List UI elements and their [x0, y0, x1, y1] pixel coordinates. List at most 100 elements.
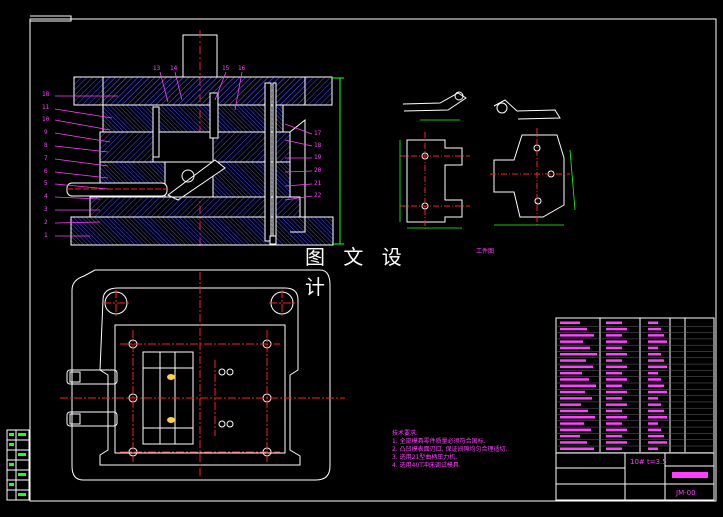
workpiece-label: 工件图 — [476, 248, 495, 255]
bom-cell-mark — [648, 365, 667, 369]
bom-cell-mark — [648, 409, 664, 413]
bom-cell-mark — [606, 340, 627, 343]
bom-cell-mark — [648, 416, 667, 419]
bom-cell-mark — [648, 353, 661, 356]
drawing-border — [6, 15, 717, 502]
title-block — [555, 317, 715, 501]
part-number: 9 — [44, 129, 48, 136]
notes-line: 4. 选用40T冲床调试模具. — [392, 462, 461, 469]
part-number: 18 — [42, 91, 50, 98]
bom-cell-mark — [560, 416, 595, 419]
part-number: 17 — [314, 130, 322, 137]
bom-cell-mark — [648, 371, 658, 375]
bom-rows — [556, 321, 714, 453]
front-section-view — [54, 30, 344, 246]
bom-cell-mark — [560, 409, 588, 413]
bom-cell-mark — [606, 334, 622, 337]
part-number: 2 — [44, 219, 48, 226]
part-number: 8 — [44, 142, 48, 149]
bom-cell-mark — [606, 422, 622, 425]
bom-cell-mark — [648, 346, 658, 350]
bom-cell-mark — [560, 434, 580, 438]
part-number: 14 — [170, 65, 178, 72]
part-number: 16 — [238, 65, 246, 72]
bom-cell-mark — [560, 359, 586, 362]
bom-cell-mark — [606, 384, 622, 387]
bom-cell-mark — [648, 441, 667, 444]
bom-cell-mark — [606, 434, 622, 438]
bom-cell-mark — [648, 321, 658, 324]
part-number: 11 — [42, 104, 50, 111]
bom-cell-mark — [648, 390, 667, 394]
bom-cell-mark — [648, 447, 658, 450]
bom-cell-mark — [606, 409, 622, 413]
bom-cell-mark — [606, 371, 622, 375]
bom-cell-mark — [560, 397, 592, 400]
notes-title: 技术要求: — [392, 430, 419, 437]
bom-cell-mark — [560, 378, 589, 381]
bom-cell-mark — [560, 346, 590, 350]
bom-cell-mark — [560, 390, 585, 394]
bom-cell-mark — [606, 416, 627, 419]
plan-pilots — [167, 374, 175, 423]
bom-cell-mark — [648, 378, 661, 381]
notes-line: 1. 全部模具零件质量必须符合国标. — [392, 438, 486, 445]
bom-cell-mark — [560, 321, 580, 324]
bom-cell-mark — [560, 384, 596, 387]
part-number: 18 — [314, 142, 322, 149]
bom-cell-mark — [560, 353, 597, 356]
drawing-number: JM-00 — [676, 489, 696, 497]
plan-centerlines — [60, 272, 345, 478]
title-block-mark — [672, 472, 708, 478]
bom-cell-mark — [560, 403, 581, 406]
bom-cell-mark — [606, 403, 627, 406]
part-number: 13 — [153, 65, 161, 72]
watermark-text: 图 文 设 计 — [305, 245, 408, 299]
workpiece-views — [402, 91, 565, 223]
workpiece-centerlines — [400, 128, 570, 230]
bom-cell-mark — [560, 447, 594, 450]
part-number: 19 — [314, 154, 322, 161]
bom-cell-mark — [648, 428, 661, 432]
part-number: 3 — [44, 206, 48, 213]
bom-cell-mark — [606, 321, 622, 324]
bom-cell-mark — [606, 327, 627, 331]
part-number: 6 — [44, 168, 48, 175]
bom-cell-mark — [648, 359, 664, 362]
bom-cell-mark — [560, 422, 584, 425]
workpiece-dimensions — [399, 119, 576, 229]
bom-cell-mark — [648, 422, 658, 425]
part-number: 1 — [44, 232, 48, 239]
bom-cell-mark — [606, 346, 622, 350]
bom-cell-mark — [606, 397, 622, 400]
bom-cell-mark — [606, 428, 627, 432]
notes-line: 3. 选用21型曲柄压力机. — [392, 454, 458, 461]
bom-cell-mark — [606, 378, 627, 381]
bom-cell-mark — [648, 397, 658, 400]
part-number: 10 — [42, 116, 50, 123]
bom-cell-mark — [648, 334, 664, 337]
part-number: 15 — [222, 65, 230, 72]
part-number: 22 — [314, 192, 322, 199]
bom-cell-mark — [648, 340, 667, 343]
bom-cell-mark — [648, 403, 661, 406]
bom-cell-mark — [606, 441, 627, 444]
bom-cell-mark — [648, 384, 664, 387]
material-spec: 10# t=3.5 — [630, 458, 667, 466]
bom-cell-mark — [606, 365, 627, 369]
part-number: 7 — [44, 155, 48, 162]
bom-cell-mark — [560, 428, 591, 432]
bom-cell-mark — [560, 334, 594, 337]
notes-line: 2. 凸凹模表面刃口, 保证间隙均匀合理适切. — [392, 446, 508, 453]
bom-cell-mark — [560, 441, 587, 444]
bom-cell-mark — [606, 359, 622, 362]
part-number: 5 — [44, 180, 48, 187]
part-number: 21 — [314, 180, 322, 187]
bom-cell-mark — [648, 327, 661, 331]
plan-view — [66, 269, 331, 481]
bom-cell-mark — [606, 447, 622, 450]
bom-cell-mark — [560, 371, 582, 375]
bom-cell-mark — [560, 365, 593, 369]
bom-cell-mark — [648, 434, 664, 438]
